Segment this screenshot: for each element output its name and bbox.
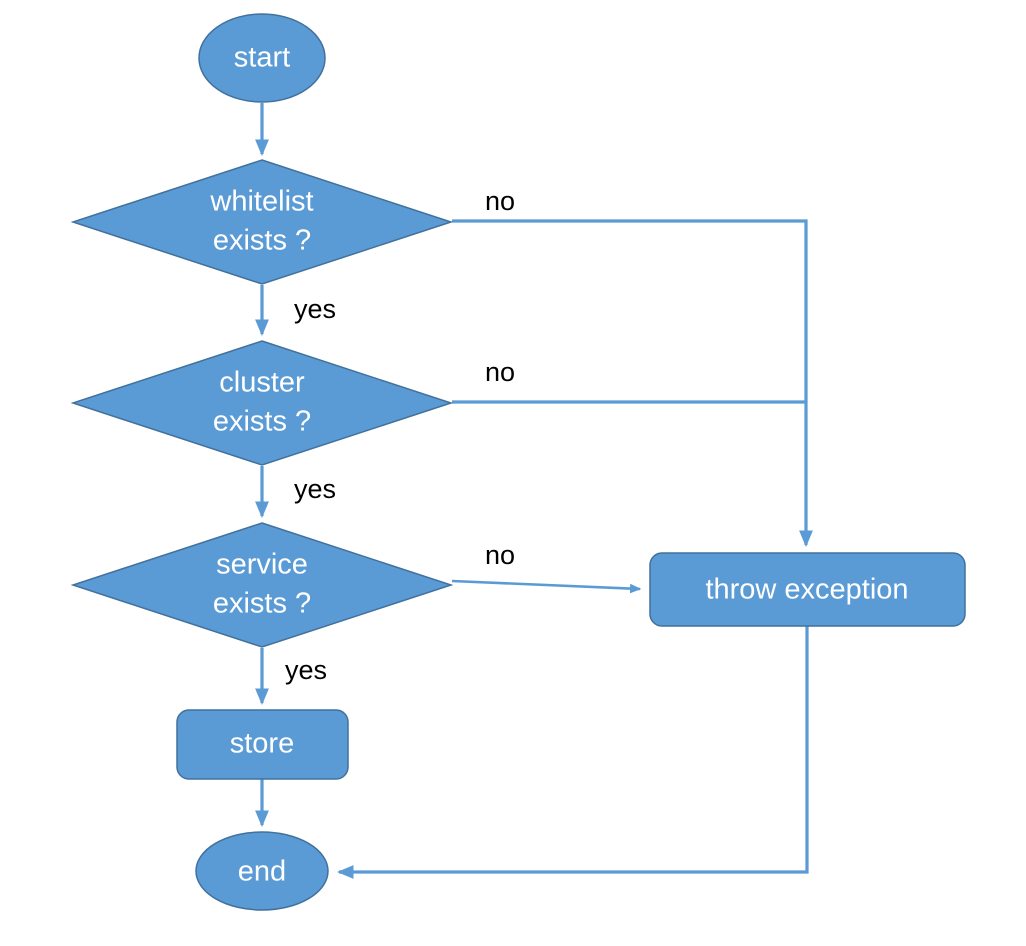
cluster-diamond[interactable]	[70, 340, 454, 466]
edge-label-whitelist-yes: yes	[294, 294, 336, 324]
node-throw-exception[interactable]: throw exception	[649, 552, 966, 627]
end-label: end	[238, 856, 286, 888]
end-ellipse[interactable]	[195, 831, 329, 911]
edge-label-service-yes: yes	[285, 655, 327, 685]
whitelist-diamond[interactable]	[70, 159, 454, 285]
cluster-label-line2: exists ?	[213, 406, 311, 438]
start-label: start	[234, 42, 290, 74]
node-start[interactable]: start	[198, 13, 326, 103]
whitelist-label-line1: whitelist	[209, 186, 313, 218]
node-store[interactable]: store	[176, 709, 349, 780]
node-whitelist-decision[interactable]: whitelist exists ?	[70, 159, 454, 285]
store-box[interactable]	[176, 709, 349, 780]
node-layer: start whitelist exists ? cluster exists …	[70, 13, 966, 911]
whitelist-label-line2: exists ?	[213, 225, 311, 257]
edge-label-cluster-no: no	[485, 357, 515, 387]
edge-service-no	[451, 579, 642, 594]
cluster-label-line1: cluster	[219, 367, 305, 399]
start-ellipse[interactable]	[198, 13, 326, 103]
throw-exception-box[interactable]	[649, 552, 966, 627]
service-label-line2: exists ?	[213, 588, 311, 620]
edge-label-whitelist-no: no	[485, 186, 515, 216]
store-label: store	[230, 728, 294, 760]
edge-throw-exception-to-end	[336, 626, 809, 879]
service-diamond[interactable]	[70, 522, 454, 648]
node-service-decision[interactable]: service exists ?	[70, 522, 454, 648]
node-cluster-decision[interactable]: cluster exists ?	[70, 340, 454, 466]
service-label-line1: service	[216, 549, 308, 581]
edge-label-service-no: no	[485, 540, 515, 570]
node-end[interactable]: end	[195, 831, 329, 911]
edge-label-cluster-yes: yes	[294, 474, 336, 504]
edge-label-layer: no yes no yes no yes	[285, 186, 515, 685]
connector-layer	[255, 103, 813, 879]
edge-whitelist-no	[452, 219, 813, 548]
throw-exception-label: throw exception	[705, 574, 908, 606]
